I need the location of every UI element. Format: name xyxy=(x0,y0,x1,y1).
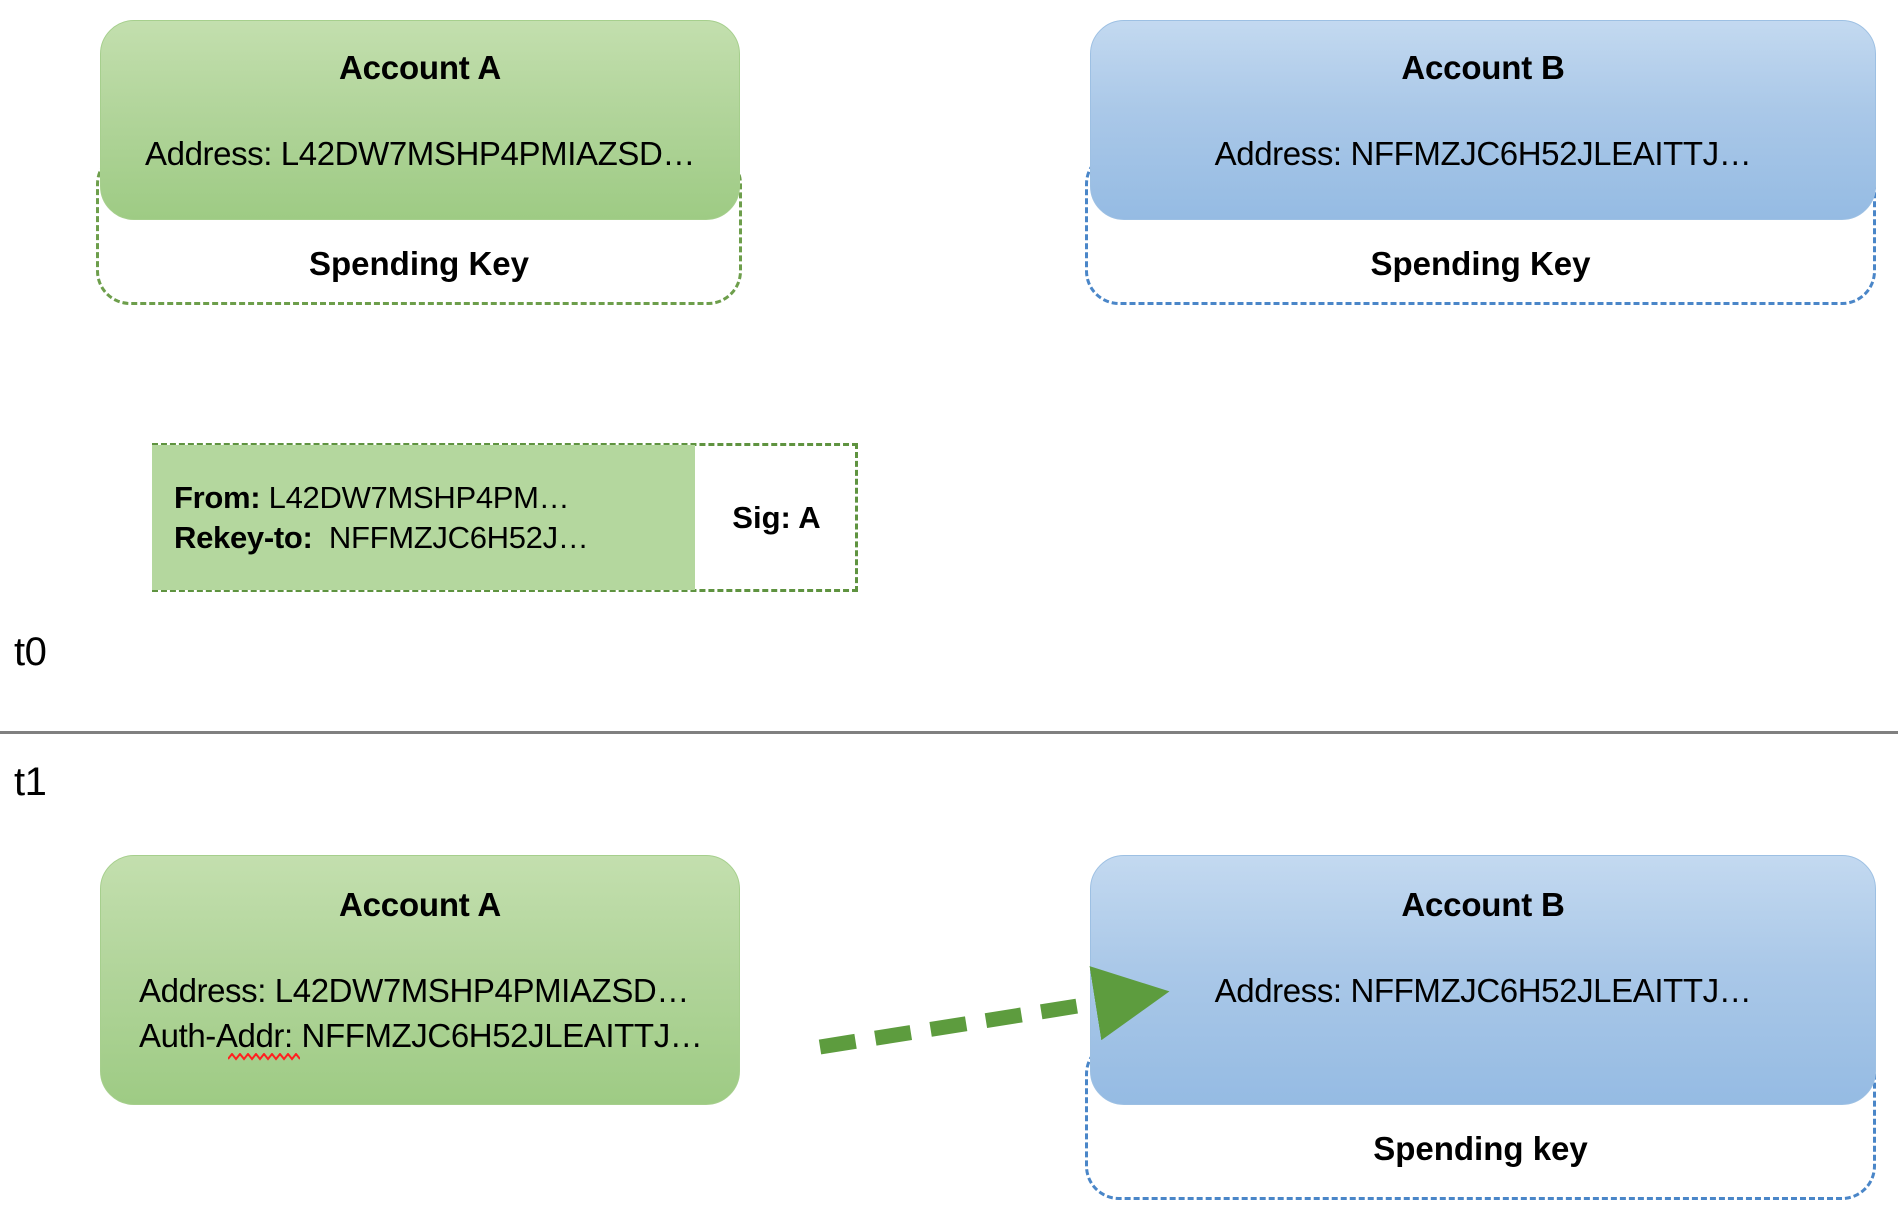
account-a-title-t0: Account A xyxy=(339,49,501,86)
tx-rekey-label: Rekey-to: xyxy=(174,519,313,555)
account-a-address-t1: Address: L42DW7MSHP4PMIAZSD… xyxy=(139,972,689,1009)
tx-from-value: L42DW7MSHP4PM… xyxy=(268,479,570,515)
account-a-title-t1: Account A xyxy=(339,886,501,923)
account-a-address-t0: Address: L42DW7MSHP4PMIAZSD… xyxy=(145,135,695,172)
tx-signature-badge: Sig: A xyxy=(732,499,821,535)
account-b-spending-key-label-t0: Spending Key xyxy=(1370,245,1591,282)
tx-rekey-value: NFFMZJC6H52J… xyxy=(328,519,589,555)
timeline-label-t1: t1 xyxy=(14,760,47,804)
account-a-spending-key-label-t0: Spending Key xyxy=(308,245,530,282)
tx-from-row: From: L42DW7MSHP4PM… xyxy=(152,478,695,518)
account-b-card-t1[interactable]: Account B Address: NFFMZJC6H52JLEAITTJ… xyxy=(1090,855,1876,1105)
account-a-card-t0[interactable]: Account A Address: L42DW7MSHP4PMIAZSD… xyxy=(100,20,740,220)
spellcheck-squiggle-icon xyxy=(228,1053,300,1061)
account-b-title-t0: Account B xyxy=(1401,49,1565,86)
account-a-card-t1[interactable]: Account A Address: L42DW7MSHP4PMIAZSD… A… xyxy=(100,855,740,1105)
account-b-spending-key-label-t1: Spending key xyxy=(1373,1130,1588,1167)
account-b-card-t0[interactable]: Account B Address: NFFMZJC6H52JLEAITTJ… xyxy=(1090,20,1876,220)
account-b-address-t0: Address: NFFMZJC6H52JLEAITTJ… xyxy=(1214,135,1752,172)
tx-from-label: From: xyxy=(174,479,261,515)
tx-rekey-row: Rekey-to: NFFMZJC6H52J… xyxy=(152,518,695,558)
account-b-address-t1: Address: NFFMZJC6H52JLEAITTJ… xyxy=(1214,972,1752,1009)
timeline-divider xyxy=(0,731,1898,734)
rekey-transaction-body[interactable]: From: L42DW7MSHP4PM… Rekey-to: NFFMZJC6H… xyxy=(152,445,695,590)
rekey-auth-arrow-line xyxy=(818,966,1170,1055)
account-a-auth-addr-t1: Auth-Addr: NFFMZJC6H52JLEAITTJ… xyxy=(139,1017,703,1054)
timeline-label-t0: t0 xyxy=(14,630,47,674)
account-b-title-t1: Account B xyxy=(1401,886,1565,923)
